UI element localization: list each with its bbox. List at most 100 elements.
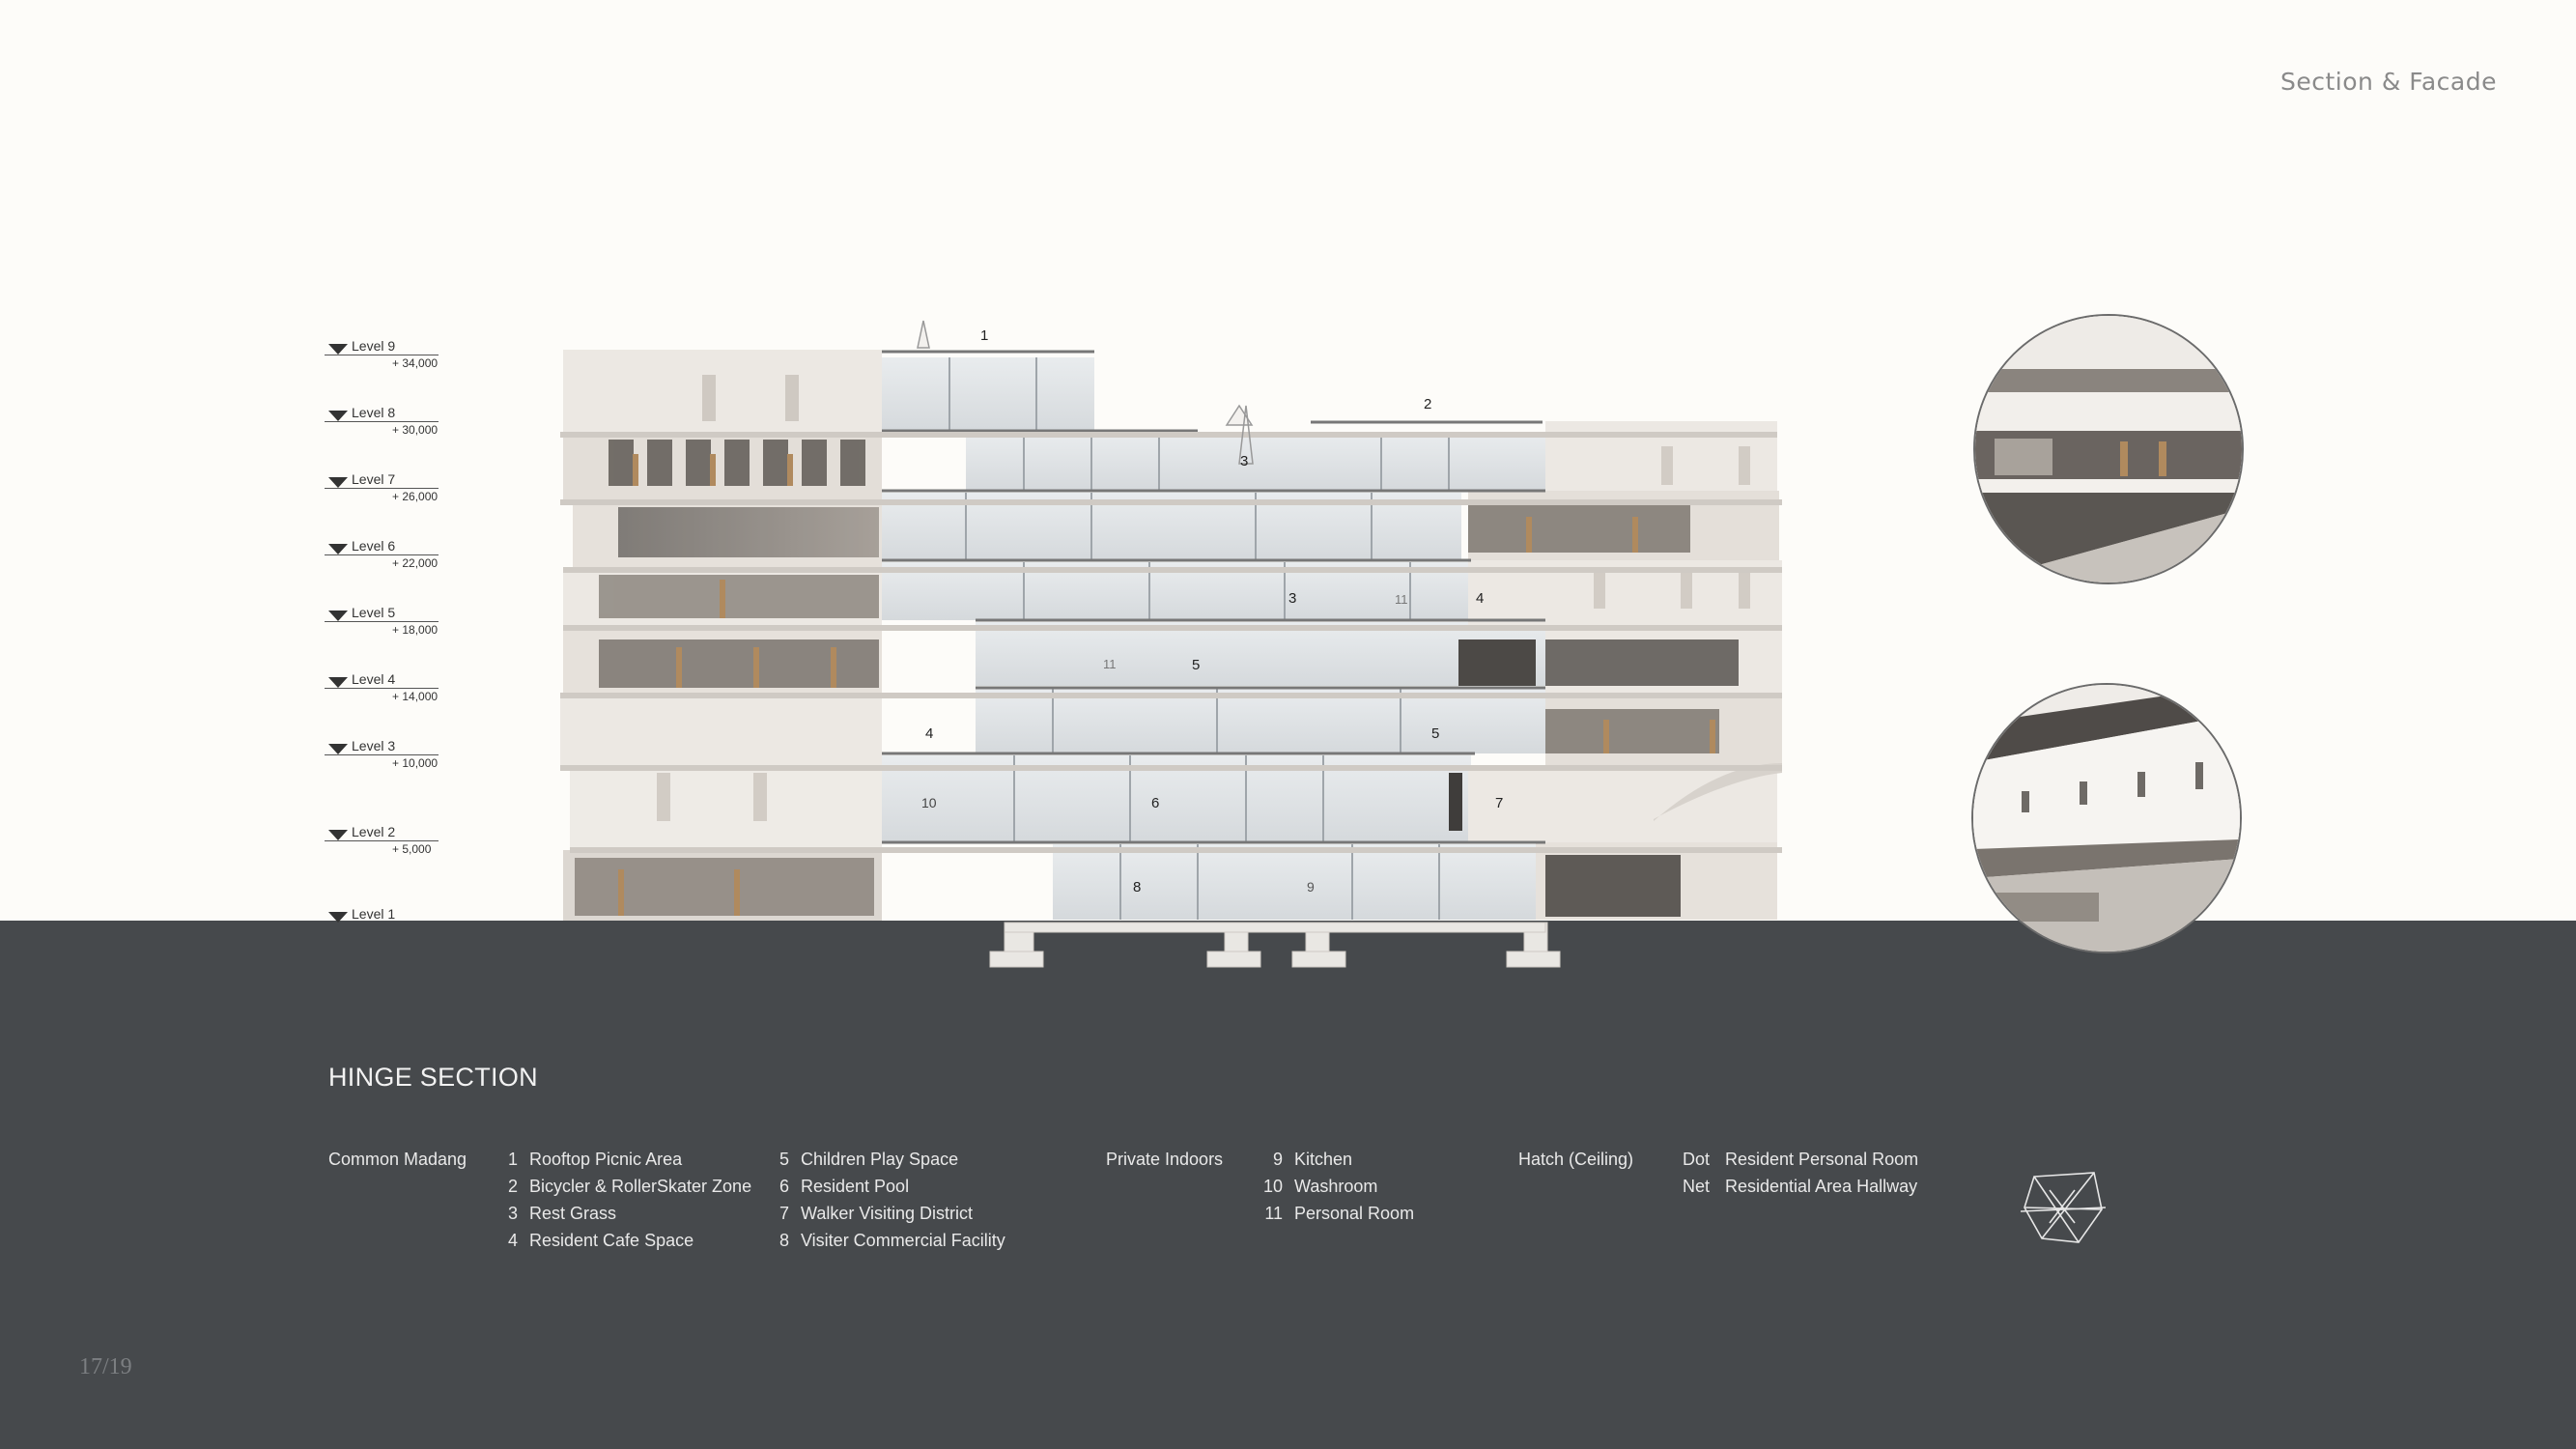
legend-num: 10 — [1262, 1177, 1283, 1196]
legend-label: Resident Personal Room — [1725, 1150, 1919, 1169]
level-name: Level 4 — [352, 671, 396, 687]
legend-item: 7 Walker Visiting District — [764, 1200, 1005, 1227]
legend-item: 6 Resident Pool — [764, 1173, 1005, 1200]
level-markers: Level 9 + 34,000 Level 8 + 30,000 Level … — [325, 328, 450, 927]
legend-hatch-heading: Hatch (Ceiling) — [1518, 1146, 1633, 1173]
level-name: Level 7 — [352, 471, 396, 487]
level-name: Level 1 — [352, 906, 396, 922]
level-line — [325, 754, 439, 755]
level-line — [325, 621, 439, 622]
legend-private-heading: Private Indoors — [1106, 1146, 1223, 1173]
legend-label: Walker Visiting District — [801, 1204, 974, 1223]
legend-common-list-2: 5 Children Play Space 6 Resident Pool 7 Wal… — [764, 1146, 1005, 1254]
legend-common-list-1: 1 Rooftop Picnic Area 2 Bicycler & RollerS… — [493, 1146, 751, 1254]
legend-num: 7 — [778, 1204, 789, 1223]
legend-num: 4 — [507, 1231, 518, 1250]
level-name: Level 6 — [352, 538, 396, 554]
legend-num: 5 — [778, 1150, 789, 1169]
section-label: 3 — [1288, 590, 1297, 607]
legend-common-heading: Common Madang — [328, 1146, 467, 1173]
section-label: 5 — [1192, 657, 1201, 673]
section-label: 4 — [925, 725, 934, 742]
central-atrium — [882, 357, 1545, 920]
legend-item: 1 Rooftop Picnic Area — [493, 1146, 751, 1173]
perspective-view-upper — [1973, 314, 2244, 584]
level-name: Level 9 — [352, 338, 396, 354]
legend-num: 1 — [507, 1150, 518, 1169]
legend-hatch-list: Dot Resident Personal Room Net Residential… — [1683, 1146, 1918, 1200]
legend-label: Bicycler & RollerSkater Zone — [529, 1177, 752, 1196]
section-title: HINGE SECTION — [328, 1063, 538, 1092]
section-label: 8 — [1133, 879, 1142, 895]
level-elevation: + 26,000 — [392, 490, 439, 503]
studio-logo-icon — [2021, 1172, 2106, 1243]
level-name: Level 2 — [352, 824, 396, 839]
legend-abbr: Net — [1683, 1177, 1711, 1196]
legend-item: 5 Children Play Space — [764, 1146, 1005, 1173]
legend-label: Visiter Commercial Facility — [801, 1231, 1005, 1250]
legend-label: Children Play Space — [801, 1150, 959, 1169]
legend-label: Residential Area Hallway — [1725, 1177, 1918, 1196]
level-name: Level 8 — [352, 405, 396, 420]
level-line — [325, 688, 439, 689]
section-label: 6 — [1151, 795, 1160, 811]
section-label: 1 — [980, 327, 989, 344]
level-elevation: + 22,000 — [392, 556, 439, 570]
level-triangle-icon — [328, 830, 348, 840]
legend-heading: Common Madang — [328, 1150, 467, 1169]
legend-item: 9 Kitchen — [1252, 1146, 1414, 1173]
legend-label: Kitchen — [1294, 1150, 1353, 1169]
level-elevation: + 14,000 — [392, 690, 439, 703]
ground-band — [0, 921, 2576, 1449]
section-label: 7 — [1495, 795, 1504, 811]
legend-item: Net Residential Area Hallway — [1683, 1173, 1918, 1200]
section-label: 9 — [1307, 879, 1315, 895]
legend-heading: Hatch (Ceiling) — [1518, 1150, 1634, 1169]
legend-label: Resident Cafe Space — [529, 1231, 694, 1250]
section-label: 4 — [1476, 590, 1485, 607]
legend-num: 11 — [1264, 1204, 1283, 1223]
level-triangle-icon — [328, 744, 348, 754]
left-wing — [560, 350, 882, 921]
level-name: Level 5 — [352, 605, 396, 620]
level-triangle-icon — [328, 677, 348, 688]
section-label: 11 — [1395, 592, 1408, 607]
level-elevation: + 34,000 — [392, 356, 439, 370]
level-elevation: + 18,000 — [392, 623, 439, 637]
floor-slabs — [560, 350, 1782, 853]
foundation-footings — [989, 922, 1561, 968]
perspective-view-lower — [1971, 683, 2242, 953]
level-name: Level 3 — [352, 738, 396, 753]
legend-abbr: Dot — [1683, 1150, 1711, 1169]
level-elevation: + 5,000 — [392, 842, 432, 856]
legend-num: 2 — [507, 1177, 518, 1196]
level-triangle-icon — [328, 544, 348, 554]
level-elevation: + 10,000 — [392, 756, 439, 770]
legend-item: 4 Resident Cafe Space — [493, 1227, 751, 1254]
level-triangle-icon — [328, 477, 348, 488]
level-triangle-icon — [328, 344, 348, 355]
section-label: 10 — [921, 795, 937, 810]
legend-label: Resident Pool — [801, 1177, 910, 1196]
rooftop-trees — [917, 320, 1254, 465]
legend-heading: Private Indoors — [1106, 1150, 1224, 1169]
page-number: 17/19 — [79, 1354, 132, 1379]
level-line — [325, 840, 439, 841]
legend-label: Rooftop Picnic Area — [529, 1150, 683, 1169]
legend-item: 11 Personal Room — [1252, 1200, 1414, 1227]
section-label: 5 — [1431, 725, 1440, 742]
legend-num: 9 — [1272, 1150, 1283, 1169]
section-label: 2 — [1424, 396, 1432, 412]
legend-num: 6 — [778, 1177, 789, 1196]
legend-label: Personal Room — [1294, 1204, 1415, 1223]
level-elevation: + 30,000 — [392, 423, 439, 437]
legend-num: 8 — [778, 1231, 789, 1250]
section-label: 11 — [1103, 657, 1117, 671]
level-triangle-icon — [328, 411, 348, 421]
level-line — [325, 554, 439, 555]
legend-num: 3 — [507, 1204, 518, 1223]
